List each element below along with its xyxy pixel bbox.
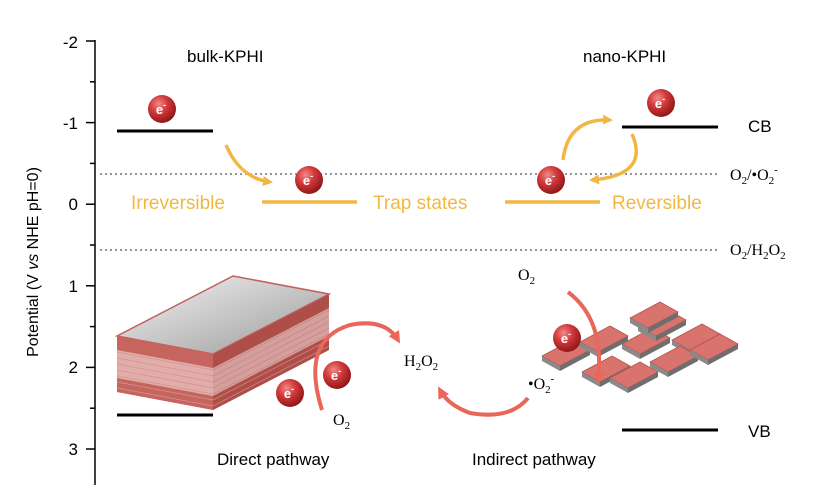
nano-flake — [629, 301, 679, 333]
nano-kphi-flakes — [541, 301, 739, 393]
electron-icon: e- — [553, 324, 581, 352]
electron-icon: e- — [647, 89, 675, 117]
superoxide-label: •O2- — [528, 373, 555, 396]
bulk-title: bulk-KPHI — [187, 47, 264, 66]
axis-tick-label: -2 — [63, 33, 78, 52]
electron-icon: e- — [323, 361, 351, 389]
h2o2-label: H2O2 — [404, 353, 438, 373]
vb-label: VB — [748, 422, 771, 441]
reversible-arrow-down — [589, 133, 638, 185]
electron-icon: e- — [276, 379, 304, 407]
axis-tick-label: 2 — [69, 358, 78, 377]
nano-flake — [609, 361, 659, 393]
electron-symbol: e- — [331, 366, 341, 383]
o2-direct-label: O2 — [333, 412, 350, 432]
electron-icon: e- — [295, 166, 323, 194]
bulk-kphi-stack — [114, 275, 332, 410]
electron-symbol: e- — [545, 171, 555, 188]
irreversible-arrow — [224, 144, 273, 187]
y-axis-label: Potential (V vs NHE pH=0) — [25, 167, 42, 357]
o2-indirect-label: O2 — [518, 267, 535, 287]
electron-symbol: e- — [303, 171, 313, 188]
indirect-superoxide-arrow — [438, 386, 530, 417]
reversible-label: Reversible — [612, 193, 702, 214]
indirect-o2-arrow — [566, 290, 605, 384]
electron-symbol: e- — [284, 384, 294, 401]
reversible-arrow-up — [561, 114, 613, 161]
nano-flake — [689, 333, 739, 365]
cb-label: CB — [748, 117, 772, 136]
direct-pathway-label: Direct pathway — [217, 450, 330, 469]
y-axis: -2 -1 0 1 2 3 Potential (V vs NHE pH=0) — [25, 33, 96, 485]
indirect-pathway-label: Indirect pathway — [472, 450, 596, 469]
electron-symbol: e- — [156, 100, 166, 117]
electron-icon: e- — [537, 166, 565, 194]
axis-tick-label: -1 — [63, 114, 78, 133]
electron-symbol: e- — [561, 329, 571, 346]
electron-symbol: e- — [655, 94, 665, 111]
nano-flake — [579, 325, 629, 357]
axis-tick-label: 1 — [69, 277, 78, 296]
trap-states-label: Trap states — [373, 193, 467, 214]
o2-h2o2-label: O2/H2O2 — [730, 242, 786, 262]
axis-tick-label: 0 — [69, 195, 78, 214]
irreversible-label: Irreversible — [131, 193, 225, 214]
o2-superoxide-label: O2/•O2- — [730, 164, 778, 187]
electron-icon: e- — [148, 95, 176, 123]
direct-pathway-arrow — [313, 321, 401, 411]
axis-tick-label: 3 — [69, 440, 78, 459]
nano-title: nano-KPHI — [583, 47, 666, 66]
